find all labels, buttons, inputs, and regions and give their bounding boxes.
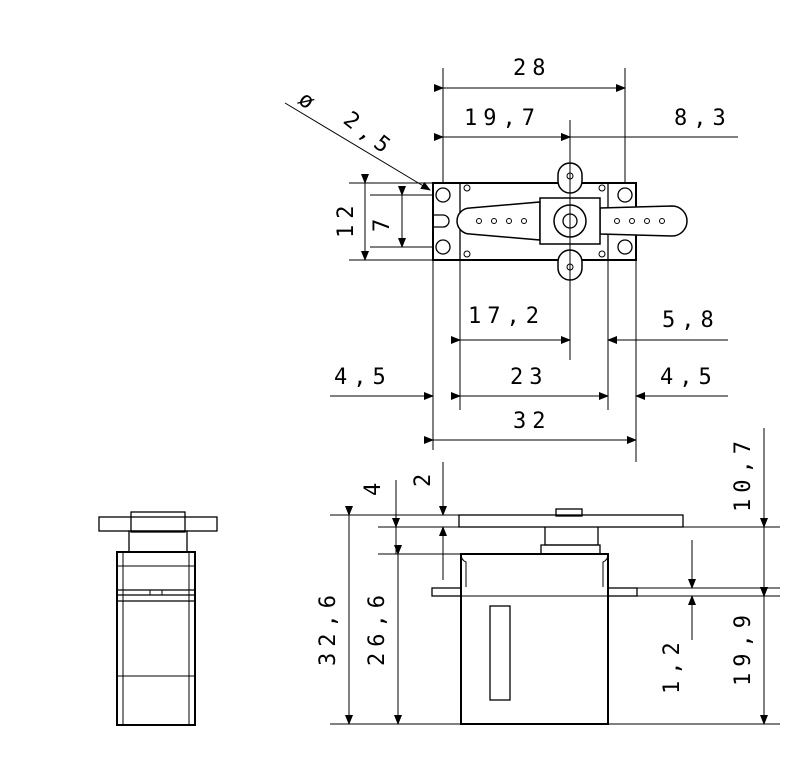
dim-26-6-label: 26,6 (365, 589, 390, 666)
front-horn (458, 514, 684, 528)
dim-23-label: 23 (510, 365, 549, 390)
mount-hole (435, 239, 451, 255)
mount-hole (617, 187, 633, 203)
dim-32-label: 32 (513, 409, 552, 434)
side-horn (98, 516, 218, 532)
dim-4-5-left-label: 4,5 (334, 365, 392, 390)
mount-flange (431, 587, 462, 597)
front-side-view: 4 2 10,7 32,6 26,6 1,2 19,9 (316, 428, 780, 725)
side-body (116, 551, 196, 726)
dim-10-7-label: 10,7 (731, 435, 756, 512)
dim-8-3-label: 8,3 (674, 106, 732, 131)
dim-4-5-right-label: 4,5 (660, 365, 718, 390)
front-body (460, 553, 609, 725)
dim-17-2-label: 17,2 (468, 304, 545, 329)
mount-hole (435, 187, 451, 203)
dim-4-label: 4 (361, 477, 386, 496)
dim-1-2-label: 1,2 (660, 636, 685, 694)
top-view: 28 19,7 8,3 ø 2,5 12 7 17,2 5,8 4,5 23 4… (284, 56, 738, 462)
left-side-view (98, 511, 218, 726)
servo-horn-arm (599, 205, 688, 237)
mount-hole (617, 239, 633, 255)
servo-horn-arm (456, 201, 541, 241)
mount-flange (607, 587, 638, 597)
diameter-symbol: ø (293, 87, 324, 119)
dim-28-label: 28 (513, 56, 552, 81)
dim-5-8-label: 5,8 (662, 308, 720, 333)
dim-7-label: 7 (370, 213, 395, 232)
dim-2-5-label: 2,5 (338, 107, 399, 162)
dim-12-label: 12 (334, 200, 359, 239)
dim-19-7-label: 19,7 (464, 106, 541, 131)
dim-19-9-label: 19,9 (731, 609, 756, 686)
mount-slot (433, 214, 450, 228)
dim-2-label: 2 (411, 468, 436, 487)
dim-32-6-label: 32,6 (316, 589, 341, 666)
